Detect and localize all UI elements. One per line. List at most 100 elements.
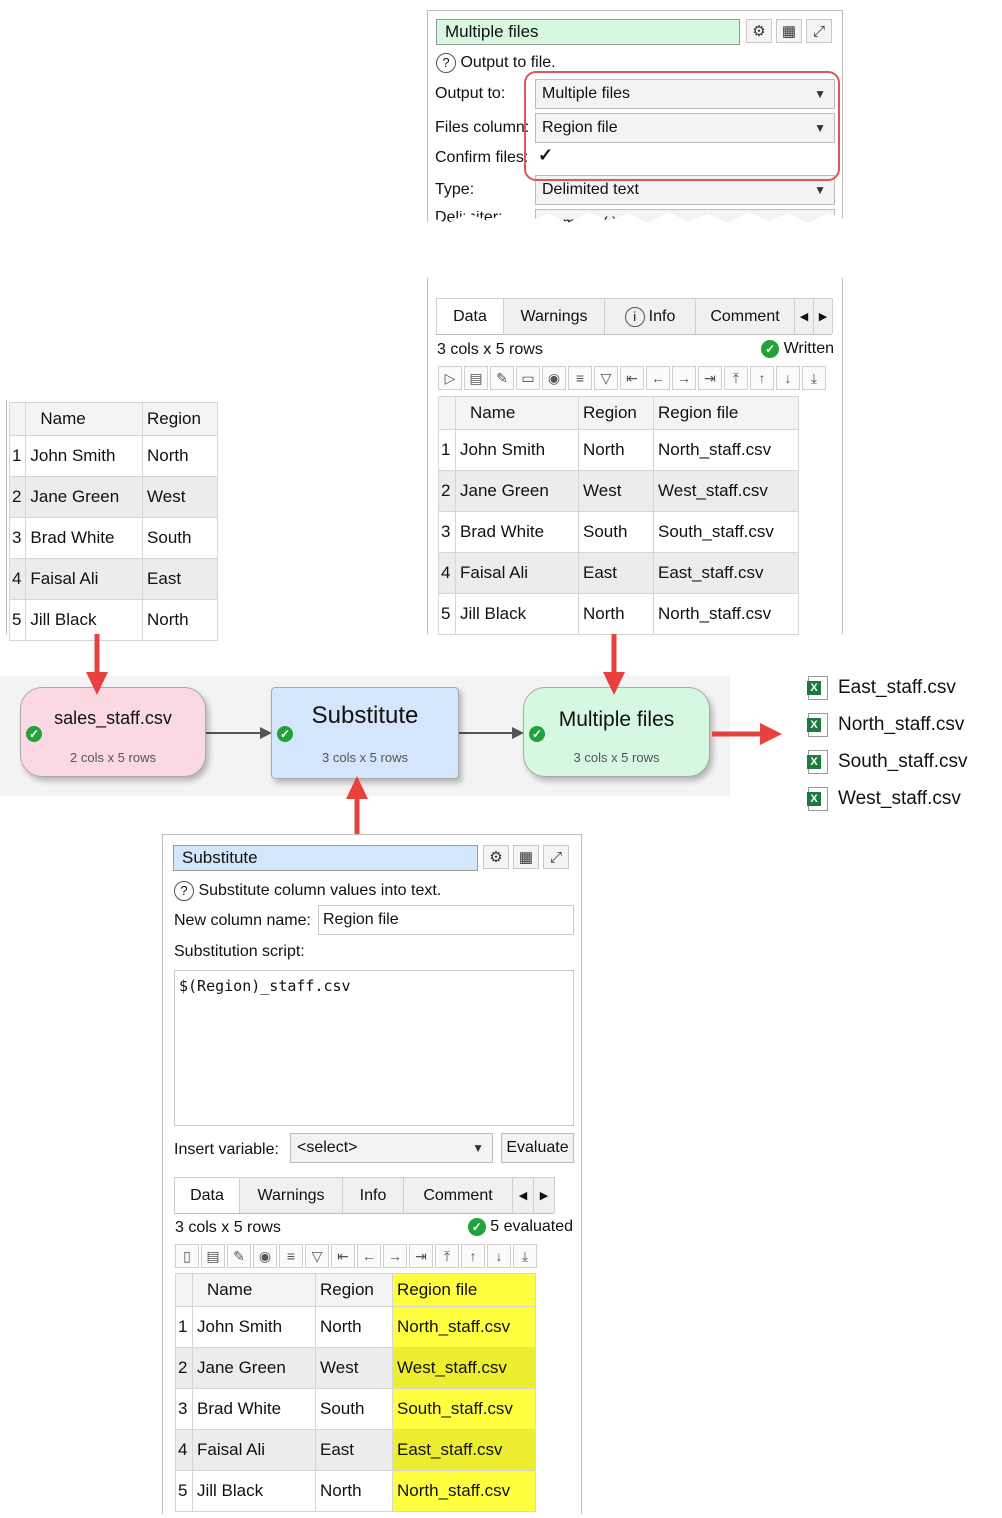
- gear-icon[interactable]: ⚙: [483, 845, 509, 869]
- tab-scroll-right[interactable]: ▶: [813, 298, 833, 334]
- sales-staff-node[interactable]: sales_staff.csv 2 cols x 5 rows ✓: [20, 687, 206, 777]
- node-subtitle: 2 cols x 5 rows: [70, 750, 156, 765]
- confirm-files-checkbox[interactable]: ✓: [538, 145, 554, 165]
- last-column-icon[interactable]: ⇥: [409, 1244, 433, 1268]
- right-arrow-icon[interactable]: →: [672, 366, 696, 390]
- last-row-icon[interactable]: ⤓: [802, 366, 826, 390]
- file-item[interactable]: X North_staff.csv: [807, 706, 968, 743]
- filter-icon[interactable]: ▽: [305, 1244, 329, 1268]
- column-header[interactable]: Region file: [653, 396, 799, 430]
- first-column-icon[interactable]: ⇤: [331, 1244, 355, 1268]
- tab-scroll-right[interactable]: ▶: [533, 1177, 555, 1213]
- excel-file-icon: X: [807, 712, 828, 737]
- maximize-icon[interactable]: ⤢: [806, 19, 832, 43]
- play-icon[interactable]: ▷: [438, 366, 462, 390]
- status-text: Written: [783, 340, 834, 358]
- column-header[interactable]: Name: [25, 402, 144, 436]
- help-text: Output to file.: [460, 54, 556, 71]
- paste-icon[interactable]: ▤: [201, 1244, 225, 1268]
- tab-scroll-left[interactable]: ◀: [512, 1177, 534, 1213]
- edit-icon[interactable]: ✎: [490, 366, 514, 390]
- help-icon[interactable]: ?: [436, 53, 456, 73]
- column-header[interactable]: Name: [192, 1273, 316, 1307]
- column-header[interactable]: Region: [142, 402, 218, 436]
- tab-comment[interactable]: Comment: [403, 1177, 513, 1213]
- data-toolbar: ▷ ▤ ✎ ▭ ◉ ≡ ▽ ⇤ ← → ⇥ ⤒ ↑ ↓ ⤓: [438, 366, 826, 390]
- eye-icon[interactable]: ◉: [542, 366, 566, 390]
- edit-icon[interactable]: ✎: [227, 1244, 251, 1268]
- node-subtitle: 3 cols x 5 rows: [322, 750, 408, 765]
- substitute-node[interactable]: Substitute 3 cols x 5 rows ✓: [271, 687, 459, 779]
- filter-icon[interactable]: ▽: [594, 366, 618, 390]
- node-title: Substitute: [311, 702, 419, 729]
- insert-variable-select[interactable]: <select>▼: [290, 1133, 493, 1163]
- up-arrow-icon[interactable]: ↑: [750, 366, 774, 390]
- node-title: Multiple files: [558, 708, 675, 731]
- file-item[interactable]: X West_staff.csv: [807, 780, 968, 817]
- maximize-icon[interactable]: ⤢: [543, 845, 569, 869]
- files-column-select[interactable]: Region file▼: [535, 113, 835, 143]
- paste-icon[interactable]: ▤: [464, 366, 488, 390]
- highlight-box: [524, 71, 840, 181]
- check-icon: ✓: [467, 1218, 486, 1236]
- files-column-label: Files column:: [435, 119, 530, 136]
- new-column-input[interactable]: Region file: [318, 905, 574, 935]
- chevron-down-icon: ▼: [472, 1141, 484, 1155]
- sort-icon[interactable]: ≡: [279, 1244, 303, 1268]
- table-icon[interactable]: ▦: [513, 845, 539, 869]
- column-header-highlighted[interactable]: Region file: [392, 1273, 536, 1307]
- last-row-icon[interactable]: ⤓: [513, 1244, 537, 1268]
- evaluate-button[interactable]: Evaluate: [501, 1133, 574, 1163]
- data-toolbar: ▯ ▤ ✎ ◉ ≡ ▽ ⇤ ← → ⇥ ⤒ ↑ ↓ ⤓: [175, 1244, 537, 1268]
- sort-icon[interactable]: ≡: [568, 366, 592, 390]
- tab-data[interactable]: Data: [436, 298, 504, 334]
- panel-title: Substitute: [173, 845, 478, 871]
- first-row-icon[interactable]: ⤒: [724, 366, 748, 390]
- chevron-down-icon: ▼: [814, 183, 826, 197]
- up-arrow-icon[interactable]: ↑: [461, 1244, 485, 1268]
- gear-icon[interactable]: ⚙: [746, 19, 772, 43]
- substitution-script-editor[interactable]: $(Region)_staff.csv: [174, 970, 574, 1126]
- dimensions-text: 3 cols x 5 rows: [175, 1219, 281, 1236]
- last-column-icon[interactable]: ⇥: [698, 366, 722, 390]
- tab-warnings[interactable]: Warnings: [503, 298, 605, 334]
- left-arrow-icon[interactable]: ←: [357, 1244, 381, 1268]
- tab-comment[interactable]: Comment: [695, 298, 795, 334]
- file-item[interactable]: X East_staff.csv: [807, 669, 968, 706]
- help-icon[interactable]: ?: [174, 881, 194, 901]
- multiple-files-node[interactable]: Multiple files 3 cols x 5 rows ✓: [523, 687, 710, 777]
- excel-file-icon: X: [807, 675, 828, 700]
- flow-connectors: [206, 727, 524, 739]
- down-arrow-icon[interactable]: ↓: [776, 366, 800, 390]
- column-header[interactable]: Region: [315, 1273, 393, 1307]
- left-arrow-icon[interactable]: ←: [646, 366, 670, 390]
- eye-icon[interactable]: ◉: [253, 1244, 277, 1268]
- first-row-icon[interactable]: ⤒: [435, 1244, 459, 1268]
- down-arrow-icon[interactable]: ↓: [487, 1244, 511, 1268]
- folder-icon[interactable]: ▭: [516, 366, 540, 390]
- new-file-icon[interactable]: ▯: [175, 1244, 199, 1268]
- output-to-select[interactable]: Multiple files▼: [535, 79, 835, 109]
- tab-warnings[interactable]: Warnings: [239, 1177, 343, 1213]
- check-icon: ✓: [529, 726, 545, 742]
- first-column-icon[interactable]: ⇤: [620, 366, 644, 390]
- status-text: 5 evaluated: [490, 1218, 573, 1236]
- file-item[interactable]: X South_staff.csv: [807, 743, 968, 780]
- right-arrow-icon[interactable]: →: [383, 1244, 407, 1268]
- tab-info[interactable]: Info: [342, 1177, 404, 1213]
- table-icon[interactable]: ▦: [776, 19, 802, 43]
- tab-data[interactable]: Data: [174, 1177, 240, 1213]
